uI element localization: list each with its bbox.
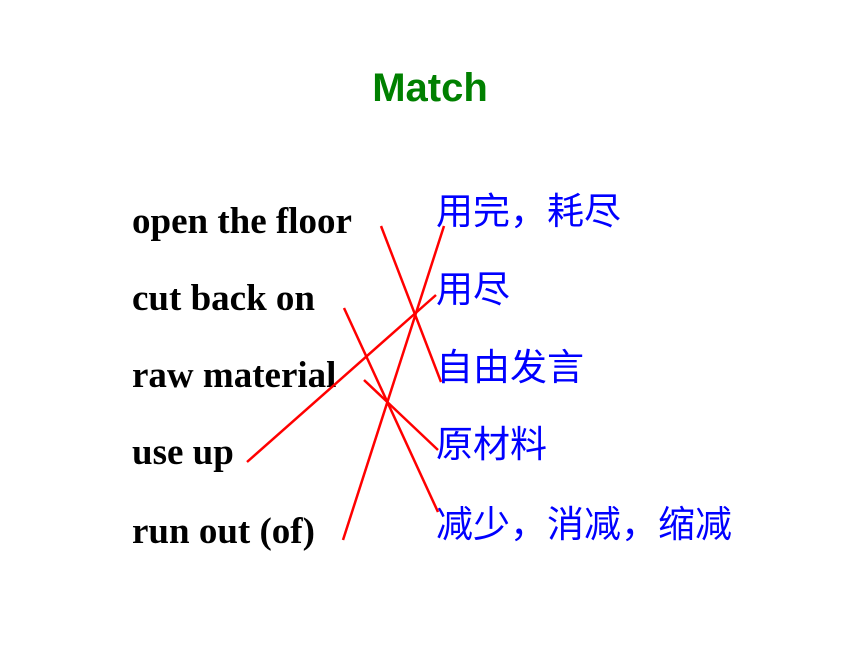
- match-line-run-out-of: [341, 225, 446, 541]
- meaning-use-up: 用尽: [436, 268, 510, 311]
- page-title: Match: [372, 66, 488, 110]
- term-run-out-of: run out (of): [132, 511, 315, 552]
- match-line-raw-material: [363, 379, 439, 451]
- meaning-raw-material: 原材料: [436, 423, 547, 466]
- match-line-open-the-floor: [379, 225, 443, 383]
- match-line-cut-back-on: [342, 307, 440, 513]
- meaning-use-up-exhaust: 用完，耗尽: [436, 190, 621, 233]
- term-open-the-floor: open the floor: [132, 201, 352, 242]
- meaning-speak-freely: 自由发言: [436, 346, 584, 389]
- term-raw-material: raw material: [132, 355, 337, 396]
- meaning-reduce-cut: 减少，消减，缩减: [436, 503, 732, 546]
- match-line-use-up: [246, 294, 437, 463]
- term-cut-back-on: cut back on: [132, 278, 315, 319]
- term-use-up: use up: [132, 432, 234, 473]
